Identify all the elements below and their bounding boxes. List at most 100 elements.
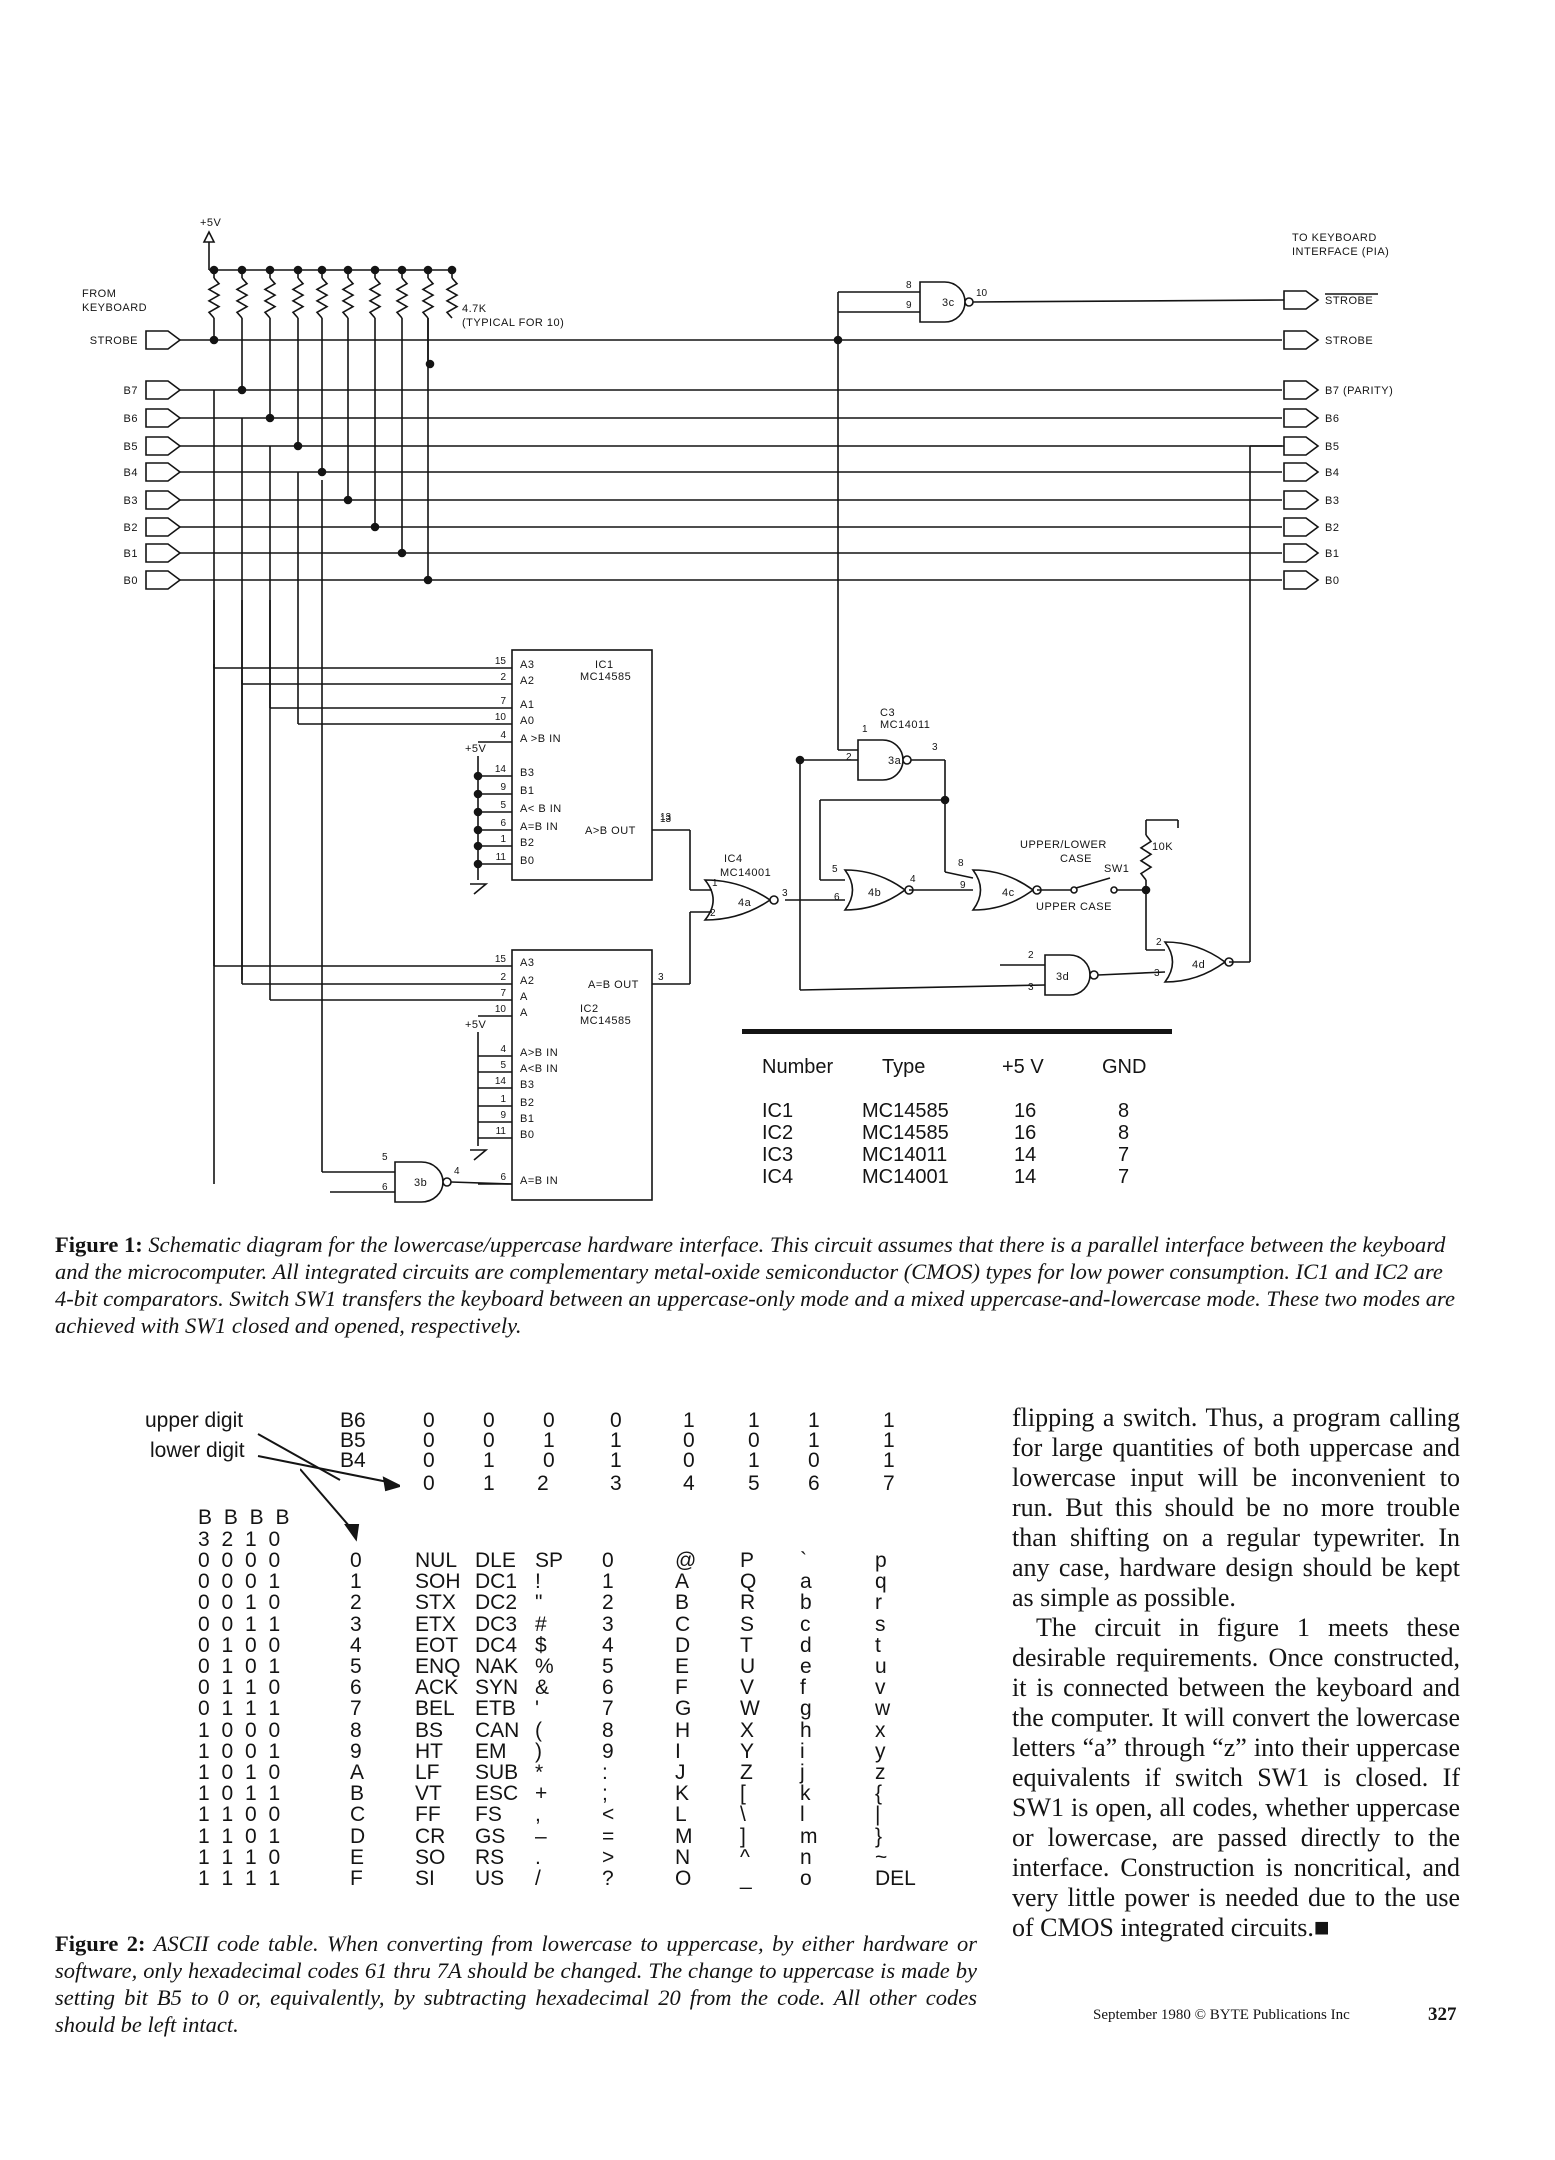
supply-arrow	[202, 230, 216, 243]
upper-digit: 7	[883, 1472, 895, 1495]
upper-digit: 4	[683, 1472, 695, 1495]
switch-contact	[1070, 886, 1078, 894]
c3-name: C3	[880, 707, 895, 719]
pin-label: 3	[1028, 982, 1034, 993]
ascii-cell: X	[740, 1718, 755, 1742]
ascii-cell: /	[535, 1867, 541, 1890]
ascii-cell: VT	[415, 1782, 442, 1806]
ic2-pin-label: A2	[520, 975, 534, 987]
lower-bits: 0 1 0 0	[198, 1633, 281, 1657]
input-label: B7	[124, 385, 138, 397]
input-connector	[145, 543, 182, 563]
table-header-number: Number	[762, 1056, 834, 1078]
upper-bit: 1	[883, 1449, 895, 1472]
upper-bit: 1	[683, 1409, 695, 1432]
ascii-cell: ;	[602, 1782, 608, 1806]
lower-header: 3 2 1 0	[198, 1528, 281, 1551]
pin-label: 2	[1156, 937, 1162, 948]
ic2-pin-label: A3	[520, 957, 534, 969]
page-number: 327	[1428, 2004, 1457, 2025]
lower-digit: 0	[350, 1549, 362, 1572]
ic1-pin: 4	[500, 730, 506, 741]
paragraph: The circuit in figure 1 meets these desi…	[1012, 1613, 1460, 1943]
ic1-pin: 9	[500, 782, 506, 793]
figure2-caption: Figure 2: ASCII code table. When convert…	[55, 1930, 977, 2038]
resistor	[291, 277, 305, 319]
ascii-cell: b	[800, 1591, 812, 1615]
ascii-cell: EM	[475, 1739, 507, 1763]
ascii-cell: y	[875, 1739, 886, 1763]
lower-digit: 5	[350, 1655, 362, 1678]
lower-bits: 0 0 1 0	[198, 1591, 281, 1615]
ascii-cell: DC3	[475, 1612, 518, 1636]
junction-dot	[473, 825, 483, 835]
ascii-cell: f	[800, 1676, 806, 1700]
ascii-cell: 9	[602, 1739, 614, 1763]
ascii-cell: –	[535, 1824, 547, 1848]
table-header: Number Type +5 V GND	[742, 1056, 1172, 1078]
ascii-cell: k	[800, 1782, 811, 1806]
input-label: B5	[124, 441, 138, 453]
pin-label: 5	[832, 864, 838, 875]
ascii-cell: NUL	[415, 1549, 458, 1572]
ascii-cell: FF	[415, 1803, 441, 1827]
ascii-cell: 3	[602, 1612, 614, 1636]
upper-case-label: UPPER CASE	[1036, 901, 1112, 913]
ascii-cell: EOT	[415, 1633, 459, 1657]
ascii-cell: GS	[475, 1824, 506, 1848]
gate-label: 4d	[1192, 959, 1205, 971]
output-label: B5	[1325, 441, 1339, 453]
ascii-cell: t	[875, 1633, 881, 1657]
ascii-cell: 2	[602, 1591, 614, 1615]
ascii-cell: B	[675, 1591, 690, 1615]
to-interface-label: INTERFACE (PIA)	[1292, 246, 1389, 258]
ascii-cell: ?	[602, 1867, 614, 1890]
ascii-cell: e	[800, 1655, 812, 1678]
ic1-pin: 6	[500, 818, 506, 829]
ascii-cell: G	[675, 1697, 692, 1721]
ascii-cell: m	[800, 1824, 818, 1848]
ascii-cell: s	[875, 1612, 886, 1636]
gate-label: 4c	[1002, 887, 1015, 899]
ascii-cell: V	[740, 1676, 755, 1700]
ascii-cell: g	[800, 1697, 812, 1721]
ascii-cell: ]	[740, 1824, 746, 1848]
wire	[1097, 971, 1166, 976]
switch-resistor-value: 10K	[1152, 841, 1173, 853]
upper-bit: 1	[883, 1429, 895, 1452]
upper-bit: 1	[748, 1409, 760, 1432]
ic1-pin: 7	[500, 696, 506, 707]
wire	[450, 1181, 513, 1185]
ascii-cell: I	[675, 1739, 681, 1763]
ic1-pin-label: A2	[520, 675, 534, 687]
upper-bit: 0	[423, 1409, 435, 1432]
ascii-cell: SP	[535, 1549, 564, 1572]
lower-digit: 4	[350, 1633, 362, 1657]
ascii-cell: F	[675, 1676, 688, 1700]
resistor	[341, 277, 355, 319]
ascii-cell: BEL	[415, 1697, 455, 1721]
table-cell: MC14585	[862, 1122, 949, 1144]
ascii-cell: 6	[602, 1676, 614, 1700]
ascii-cell: v	[875, 1676, 886, 1700]
table-cell: 7	[1118, 1166, 1130, 1188]
table-row: IC3 MC14011 14 7	[742, 1144, 1172, 1166]
ic2-pin-label: A<B IN	[520, 1063, 558, 1075]
ascii-cell: #	[535, 1612, 547, 1636]
ic1-part: MC14585	[580, 671, 631, 683]
lower-digit: 1	[350, 1570, 362, 1594]
ascii-cell: j	[800, 1761, 805, 1784]
pin-label: 2	[710, 908, 716, 919]
ascii-cell: a	[800, 1570, 812, 1594]
lower-bits: 0 1 1 1	[198, 1697, 281, 1721]
upper-bit: 1	[610, 1449, 622, 1472]
ascii-cell: SO	[415, 1845, 446, 1869]
ascii-cell: Z	[740, 1761, 753, 1784]
input-connector	[145, 380, 182, 400]
ascii-cell: :	[602, 1761, 608, 1784]
resistor	[1139, 834, 1153, 881]
table-cell: 16	[1014, 1122, 1037, 1144]
ascii-cell: 4	[602, 1633, 614, 1657]
lower-bits: 1 0 1 0	[198, 1761, 281, 1784]
output-connector	[1283, 290, 1320, 310]
